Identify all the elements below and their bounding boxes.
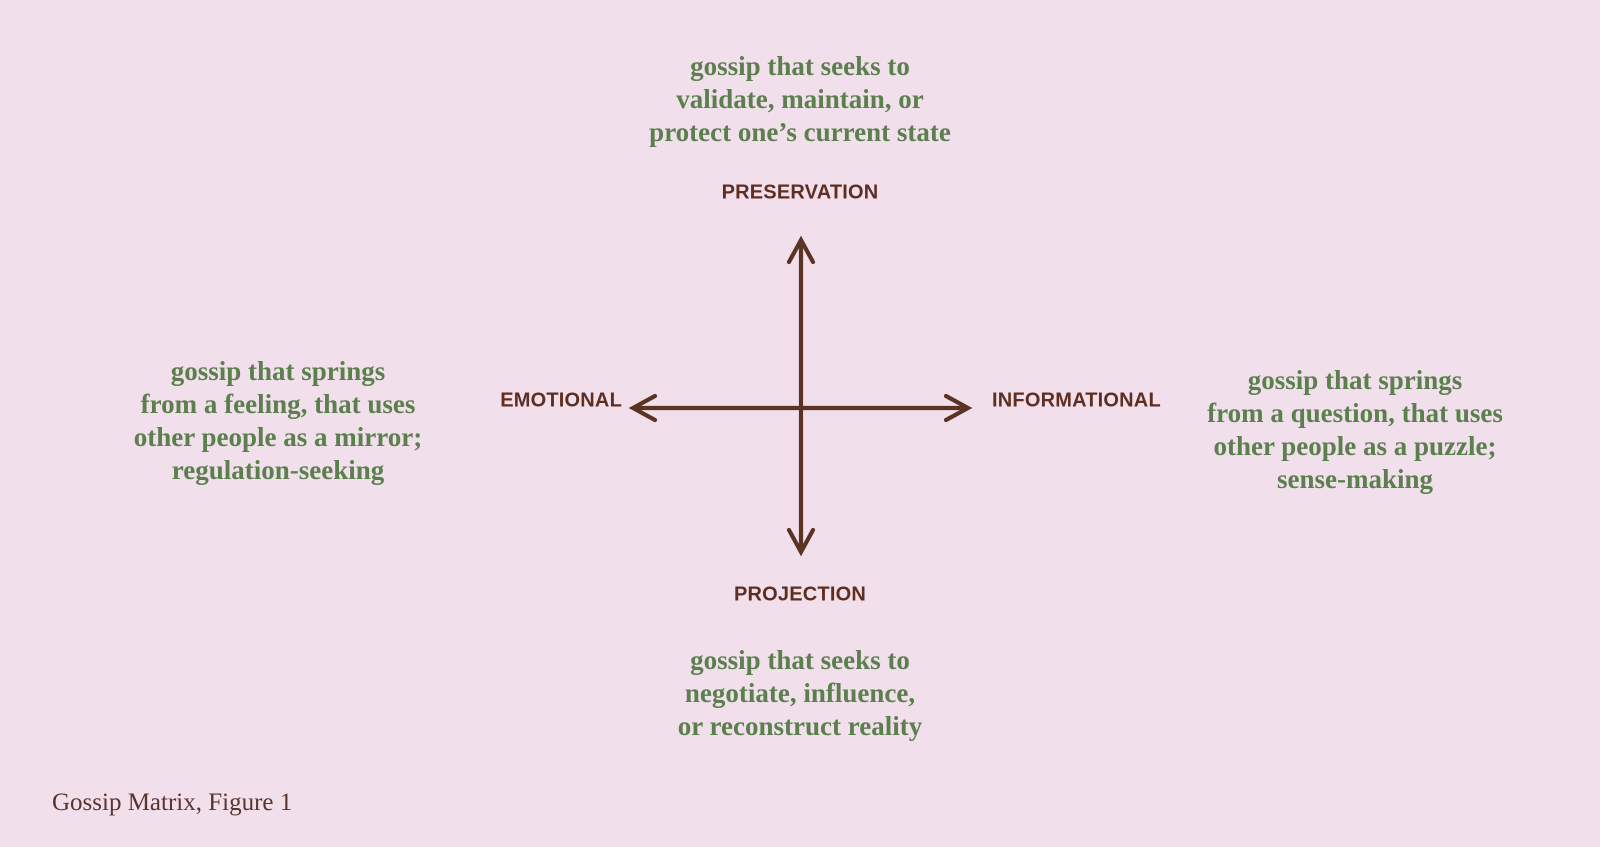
note-line: sense-making — [1276, 464, 1433, 494]
note-line: other people as a mirror; — [133, 422, 423, 452]
note-line: validate, maintain, or — [676, 84, 924, 114]
projection-note: gossip that seeks to negotiate, influenc… — [678, 644, 922, 743]
note-line: gossip that springs — [170, 356, 386, 386]
figure-caption: Gossip Matrix, Figure 1 — [52, 789, 293, 816]
note-line: gossip that springs — [1247, 365, 1463, 395]
note-line: other people as a puzzle; — [1213, 431, 1497, 461]
informational-note: gossip that springs from a question, tha… — [1207, 364, 1503, 496]
arrowhead-down-icon — [786, 527, 816, 557]
note-line: from a question, that uses — [1207, 398, 1503, 428]
emotional-note: gossip that springs from a feeling, that… — [134, 355, 422, 487]
axis-label-informational: INFORMATIONAL — [992, 389, 1161, 412]
arrowhead-right-icon — [943, 393, 973, 423]
axis-label-emotional: EMOTIONAL — [500, 389, 622, 412]
note-line: negotiate, influence, — [684, 678, 916, 708]
note-line: or reconstruct reality — [677, 711, 923, 741]
note-line: from a feeling, that uses — [140, 389, 416, 419]
arrowhead-up-icon — [786, 235, 816, 265]
note-line: gossip that seeks to — [690, 51, 910, 81]
axis-label-projection: PROJECTION — [733, 583, 867, 606]
note-line: regulation-seeking — [171, 455, 385, 485]
arrowhead-left-icon — [628, 393, 658, 423]
preservation-note: gossip that seeks to validate, maintain,… — [649, 50, 951, 149]
note-line: protect one’s current state — [649, 117, 951, 147]
axis-label-preservation: PRESERVATION — [721, 181, 879, 204]
note-line: gossip that seeks to — [690, 645, 910, 675]
